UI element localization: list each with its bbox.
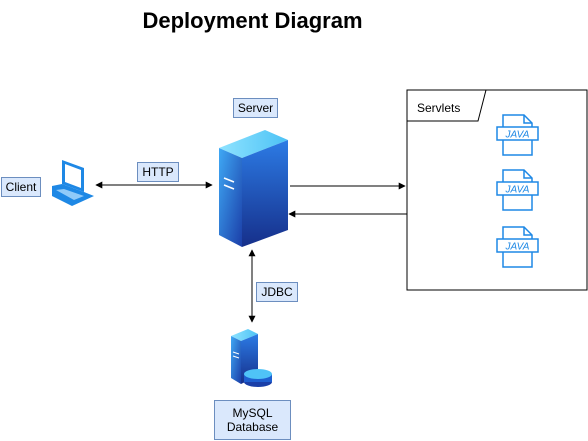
java-file-icon[interactable]: JAVA — [496, 169, 540, 211]
java-file-icon[interactable]: JAVA — [496, 114, 540, 156]
client-label: Client — [1, 177, 41, 197]
server-label: Server — [233, 98, 278, 118]
server-tower-icon[interactable] — [219, 130, 288, 247]
servlets-label: Servlets — [417, 101, 461, 115]
java-file-label: JAVA — [505, 242, 530, 253]
java-file-icon[interactable]: JAVA — [496, 226, 540, 268]
diagram-title: Deployment Diagram — [142, 8, 363, 33]
mysql-database-label: MySQL Database — [214, 400, 291, 440]
java-file-label: JAVA — [505, 130, 530, 141]
java-file-label: JAVA — [505, 185, 530, 196]
laptop-icon[interactable] — [52, 160, 94, 206]
database-server-icon[interactable] — [231, 329, 272, 387]
mysql-database-label-line2: Database — [226, 420, 279, 434]
jdbc-label: JDBC — [256, 282, 298, 302]
http-label: HTTP — [137, 162, 179, 182]
mysql-database-label-line1: MySQL — [232, 406, 273, 420]
